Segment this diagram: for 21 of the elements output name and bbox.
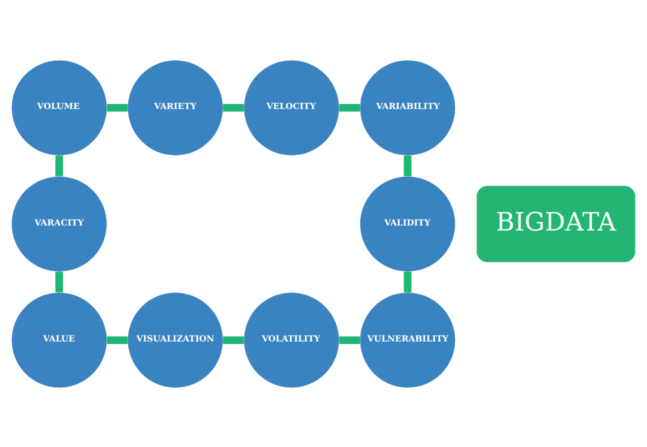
connector <box>106 336 128 344</box>
connector <box>55 155 64 176</box>
node-circle: VOLATILITY <box>244 292 339 388</box>
node-circle: VARIABILITY <box>360 60 456 155</box>
connector <box>55 271 64 292</box>
connector <box>339 104 360 112</box>
connector <box>223 104 244 112</box>
node-circle: VELOCITY <box>244 60 339 155</box>
node-circle: VISUALIZATION <box>128 292 223 388</box>
connector <box>339 336 360 344</box>
connector <box>223 336 244 344</box>
node-circle: VULNERABILITY <box>360 292 456 388</box>
node-circle: VALUE <box>12 292 107 388</box>
node-circle: VARACITY <box>12 176 107 271</box>
node-circle: VOLUME <box>12 60 107 155</box>
connector <box>404 271 412 292</box>
connector <box>404 155 412 176</box>
connector <box>106 104 128 112</box>
node-circle: VARIETY <box>128 60 223 155</box>
node-box: BIGDATA <box>476 185 636 262</box>
node-circle: VALIDITY <box>360 176 456 271</box>
